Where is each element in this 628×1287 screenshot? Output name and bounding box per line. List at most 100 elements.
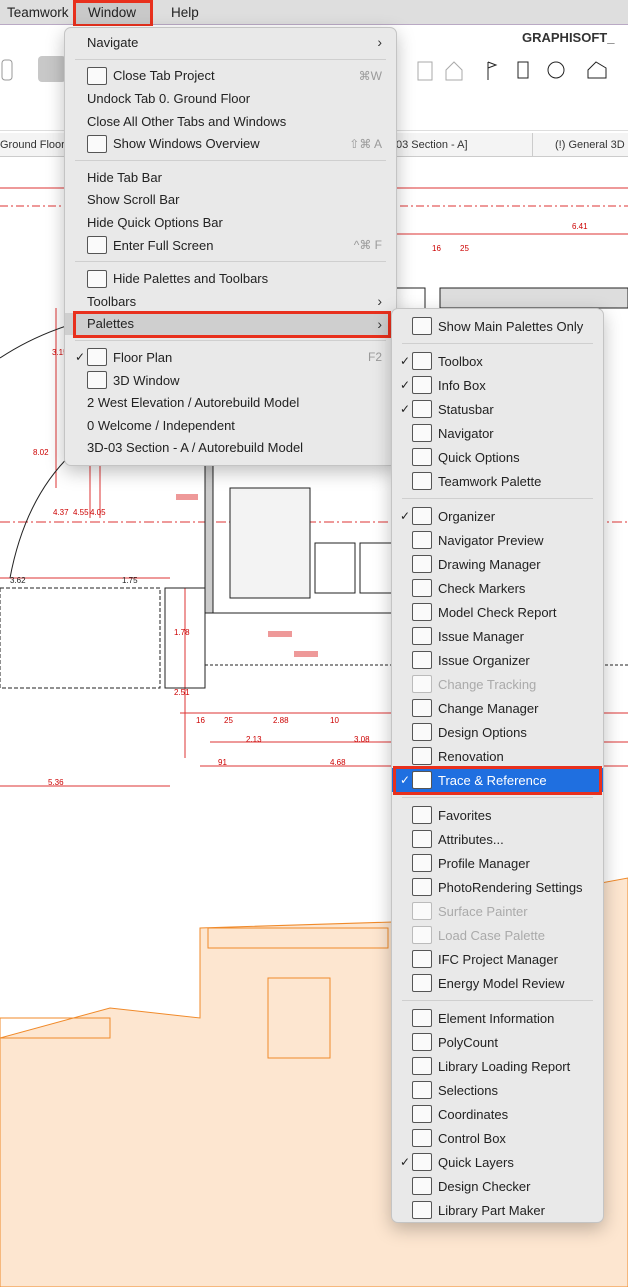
menu-item-library-part-maker[interactable]: Library Part Maker [392,1198,603,1222]
menu-item-teamwork-palette[interactable]: Teamwork Palette [392,469,603,493]
menu-separator [402,343,593,344]
menu-item-element-information[interactable]: Element Information [392,1006,603,1030]
menu-item-label: Quick Options [438,449,520,465]
menu-item-design-checker[interactable]: Design Checker [392,1174,603,1198]
menu-item-energy-model-review[interactable]: Energy Model Review [392,971,603,995]
shortcut-label: ⌘W [358,68,382,83]
menu-item-3d-window[interactable]: 3D Window [65,369,396,392]
menu-item-issue-manager[interactable]: Issue Manager [392,624,603,648]
menu-item-0-welcome-independent[interactable]: 0 Welcome / Independent [65,414,396,437]
menu-item-navigate[interactable]: Navigate› [65,31,396,54]
menu-item-library-loading-report[interactable]: Library Loading Report [392,1054,603,1078]
load-case-icon [412,926,432,944]
menu-item-change-tracking: Change Tracking [392,672,603,696]
menu-item-statusbar[interactable]: ✓Statusbar [392,397,603,421]
menu-item-selections[interactable]: Selections [392,1078,603,1102]
menu-separator [75,340,386,342]
menu-item-show-scroll-bar[interactable]: Show Scroll Bar [65,189,396,212]
cloud-icon [547,61,565,79]
menu-item-model-check-report[interactable]: Model Check Report [392,600,603,624]
menu-item-quick-options[interactable]: Quick Options [392,445,603,469]
dimension-label: 25 [224,716,233,725]
menu-item-close-tab-project[interactable]: Close Tab Project⌘W [65,65,396,88]
menu-item-design-options[interactable]: Design Options [392,720,603,744]
menu-item-check-markers[interactable]: Check Markers [392,576,603,600]
menu-item-hide-quick-options-bar[interactable]: Hide Quick Options Bar [65,211,396,234]
dimension-label: 2.13 [246,735,262,744]
flag-icon [487,61,498,80]
menu-item-change-manager[interactable]: Change Manager [392,696,603,720]
menu-item-label: IFC Project Manager [438,951,558,967]
dimension-label: 16 [196,716,205,725]
layers-icon [412,1153,432,1171]
menu-item-info-box[interactable]: ✓Info Box [392,373,603,397]
change-manager-icon [412,699,432,717]
menu-separator [75,159,386,161]
menu-teamwork[interactable]: Teamwork [7,5,69,20]
info-icon [412,1009,432,1027]
checkmark-icon: ✓ [399,1155,411,1169]
menu-item-close-all-other-tabs-and-windows[interactable]: Close All Other Tabs and Windows [65,110,396,133]
menu-item-favorites[interactable]: Favorites [392,803,603,827]
window-menu-highlight [73,0,153,27]
menu-item-quick-layers[interactable]: ✓Quick Layers [392,1150,603,1174]
menu-item-toolbars[interactable]: Toolbars› [65,290,396,313]
menu-item-undock-tab-0-ground-floor[interactable]: Undock Tab 0. Ground Floor [65,87,396,110]
menu-item-photorendering-settings[interactable]: PhotoRendering Settings [392,875,603,899]
menu-item-hide-tab-bar[interactable]: Hide Tab Bar [65,166,396,189]
menu-item-navigator[interactable]: Navigator [392,421,603,445]
dimension-label: 1.78 [174,628,190,637]
menu-item-show-main-palettes-only[interactable]: Show Main Palettes Only [392,314,603,338]
menu-help[interactable]: Help [171,5,199,20]
menu-item-issue-organizer[interactable]: Issue Organizer [392,648,603,672]
issue-list-icon [517,61,529,79]
selections-icon [412,1081,432,1099]
menu-item-renovation[interactable]: Renovation [392,744,603,768]
tab-section[interactable]: 03 Section - A] [396,139,468,151]
menu-item-label: Issue Organizer [438,652,530,668]
menu-item-control-box[interactable]: Control Box [392,1126,603,1150]
menu-item-navigator-preview[interactable]: Navigator Preview [392,528,603,552]
menu-item-label: Info Box [438,377,486,393]
menu-item-label: Element Information [438,1010,555,1026]
menu-item-attributes[interactable]: Attributes... [392,827,603,851]
menu-window[interactable]: Window [88,5,137,20]
dimension-label: 3.15 [52,348,68,357]
menu-item-show-windows-overview[interactable]: Show Windows Overview⇧⌘ A [65,132,396,155]
menu-item-hide-palettes-and-toolbars[interactable]: Hide Palettes and Toolbars [65,267,396,290]
palettes-icon [87,269,107,288]
menu-item-profile-manager[interactable]: Profile Manager [392,851,603,875]
menu-item-toolbox[interactable]: ✓Toolbox [392,349,603,373]
menu-item-polycount[interactable]: PolyCount [392,1030,603,1054]
menu-item-ifc-project-manager[interactable]: IFC Project Manager [392,947,603,971]
menu-item-2-west-elevation-autorebuild-model[interactable]: 2 West Elevation / Autorebuild Model [65,391,396,414]
menu-item-trace-reference[interactable]: ✓Trace & Reference [392,768,603,792]
quick-options-icon [412,448,432,466]
menu-item-coordinates[interactable]: Coordinates [392,1102,603,1126]
menu-item-label: Navigator Preview [438,532,544,548]
menu-item-label: Library Part Maker [438,1202,545,1218]
menu-item-label: Favorites [438,807,492,823]
menu-item-label: Control Box [438,1130,506,1146]
tab-ground-floor[interactable]: Ground Floor [0,139,65,151]
menu-item-label: 2 West Elevation / Autorebuild Model [87,395,300,411]
menu-item-enter-full-screen[interactable]: Enter Full Screen^⌘ F [65,234,396,257]
polycount-icon [412,1033,432,1051]
menu-item-palettes[interactable]: Palettes› [65,312,396,336]
menu-item-label: Change Tracking [438,676,537,692]
organizer-icon [412,507,432,525]
menu-item-label: Design Options [438,724,527,740]
renovation-icon [412,747,432,765]
menu-separator [402,1000,593,1001]
menu-item-3d-03-section-a-autorebuild-model[interactable]: 3D-03 Section - A / Autorebuild Model [65,437,396,460]
tab-general-3d[interactable]: (!) General 3D [532,133,625,157]
coordinates-icon [412,1105,432,1123]
menu-item-label: PhotoRendering Settings [438,879,583,895]
menu-item-label: Library Loading Report [438,1058,571,1074]
shortcut-label: F2 [367,350,382,365]
menu-item-drawing-manager[interactable]: Drawing Manager [392,552,603,576]
menu-item-organizer[interactable]: ✓Organizer [392,504,603,528]
menu-item-label: Energy Model Review [438,975,565,991]
dimension-label: 10 [330,716,339,725]
